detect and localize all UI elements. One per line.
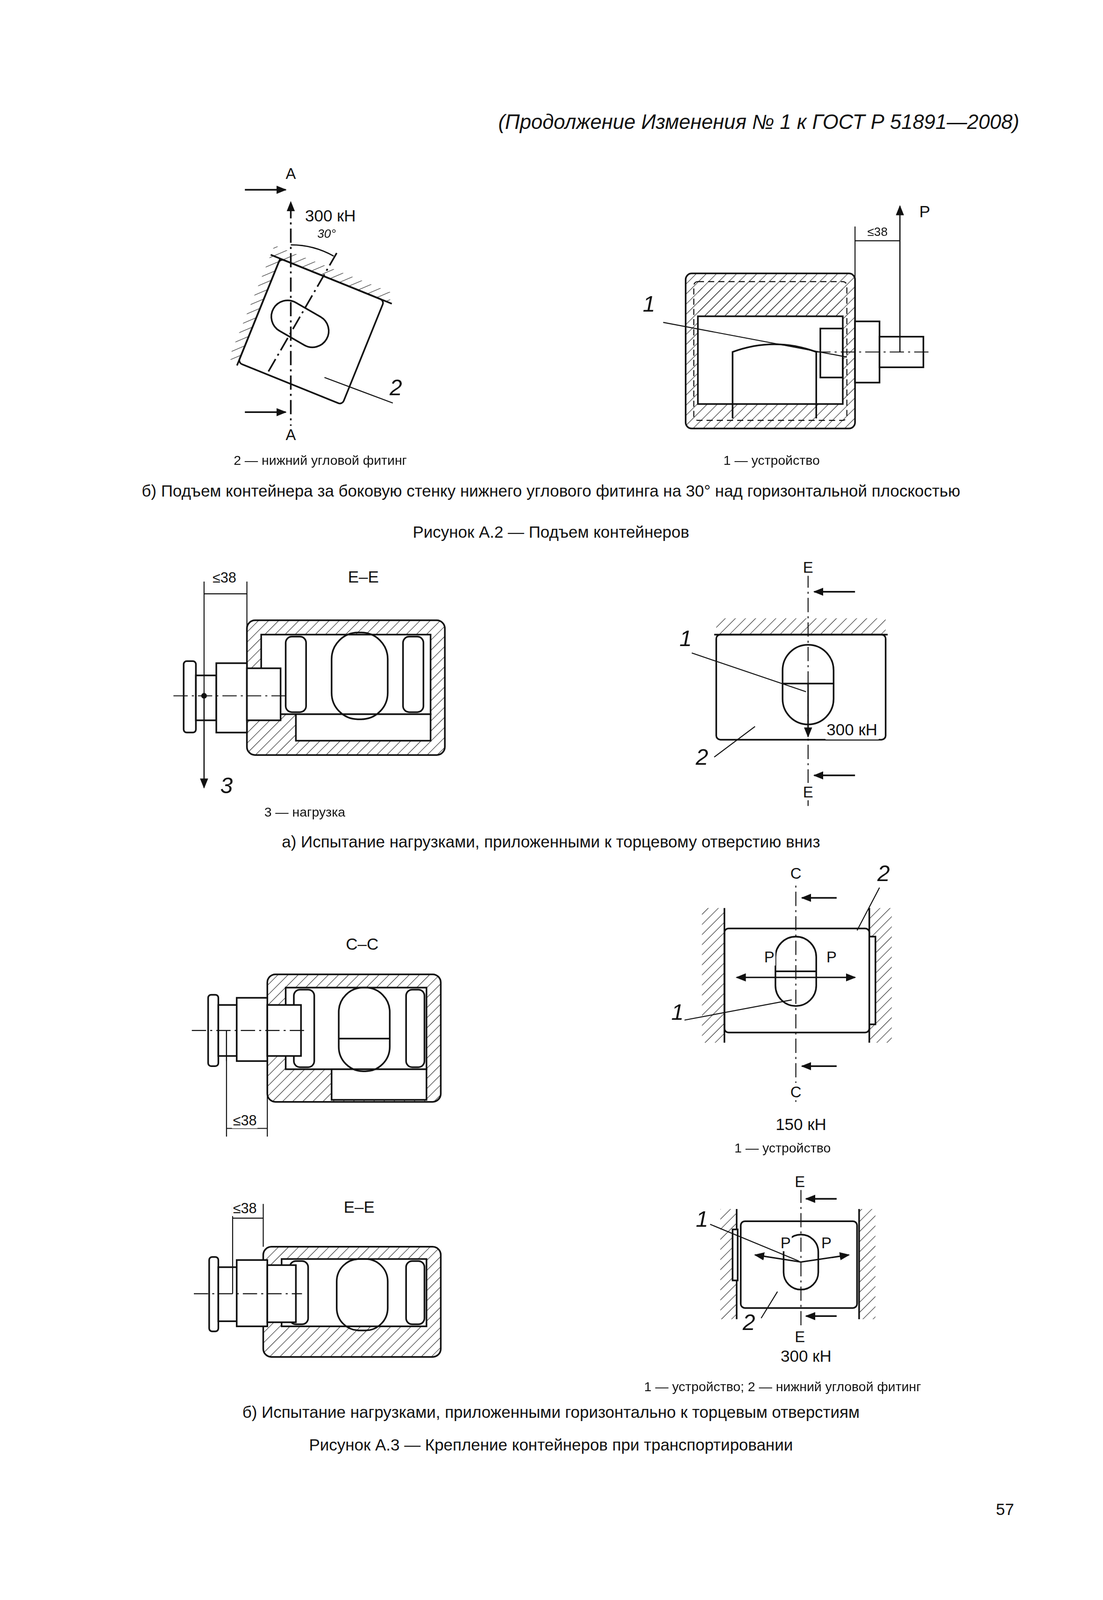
label-text: ≤38 bbox=[211, 569, 238, 586]
label-text: 300 кН bbox=[825, 721, 879, 741]
label-text: 1 — устройство; 2 — нижний угловой фитин… bbox=[643, 1380, 923, 1396]
label-text: Р bbox=[779, 1233, 792, 1252]
label-text: 1 — устройство bbox=[733, 1141, 833, 1157]
callout-number: 2 bbox=[388, 374, 404, 401]
label-text: С–С bbox=[344, 935, 380, 954]
callout-number: 2 bbox=[876, 860, 891, 887]
label-text: б) Подъем контейнера за боковую стенку н… bbox=[140, 482, 961, 502]
label-text: 150 кН bbox=[774, 1116, 828, 1135]
label-text: Е bbox=[802, 782, 815, 801]
label-text: Р bbox=[825, 948, 838, 967]
label-text: Е bbox=[793, 1172, 806, 1191]
label-text: Е–Е bbox=[347, 568, 380, 587]
callout-number: 2 bbox=[694, 744, 710, 770]
label-text: Р bbox=[763, 948, 776, 967]
label-text: б) Испытание нагрузками, приложенными го… bbox=[241, 1403, 861, 1423]
callout-number: 3 bbox=[219, 772, 234, 799]
callout-number: 1 bbox=[641, 291, 656, 317]
callout-number: 1 bbox=[670, 999, 685, 1025]
label-text: А bbox=[284, 426, 297, 444]
label-text: ≤38 bbox=[866, 225, 889, 240]
label-text: Е bbox=[793, 1327, 806, 1346]
label-text: (Продолжение Изменения № 1 к ГОСТ Р 5189… bbox=[497, 110, 1021, 135]
label-text: 2 — нижний угловой фитинг bbox=[232, 453, 408, 470]
label-text: Е–Е bbox=[342, 1198, 376, 1218]
label-text: 3 — нагрузка bbox=[263, 805, 347, 821]
label-text: 1 — устройство bbox=[722, 453, 821, 470]
label-text: 30° bbox=[316, 227, 337, 242]
label-text: С bbox=[789, 1082, 803, 1101]
label-text: Е bbox=[802, 558, 815, 577]
label-text: 300 кН bbox=[779, 1347, 833, 1367]
label-text: ≤38 bbox=[232, 1111, 258, 1129]
label-text: 300 кН bbox=[304, 206, 357, 226]
label-text: С bbox=[789, 864, 803, 883]
label-text: А bbox=[284, 164, 297, 183]
callout-number: 1 bbox=[694, 1206, 710, 1232]
label-text: а) Испытание нагрузками, приложенными к … bbox=[280, 833, 821, 853]
callout-number: 1 bbox=[678, 626, 693, 652]
label-text: Р bbox=[820, 1233, 833, 1252]
callout-number: 2 bbox=[741, 1309, 756, 1336]
label-text: Рисунок А.2 — Подъем контейнеров bbox=[411, 523, 691, 542]
label-text: ≤38 bbox=[232, 1199, 258, 1217]
label-text: Р bbox=[918, 202, 932, 222]
label-text: 57 bbox=[995, 1500, 1016, 1520]
label-text: Рисунок А.3 — Крепление контейнеров при … bbox=[307, 1436, 794, 1456]
